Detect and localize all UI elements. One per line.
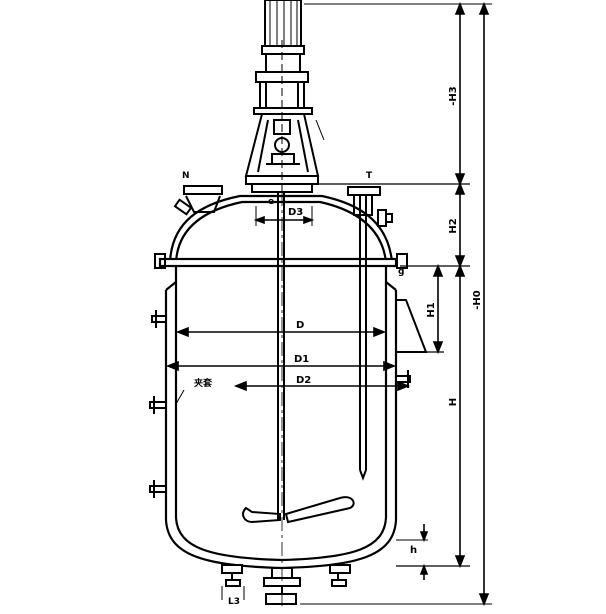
- label-h2: H2: [448, 218, 459, 233]
- label-t: T: [366, 171, 373, 181]
- label-l3: L3: [228, 597, 240, 607]
- label-n: N: [182, 171, 190, 181]
- label-h-small: h: [410, 545, 417, 556]
- labels: D D1 D2 D3 N T e g 夹套 L3 h -H3 H2 H H1 -…: [182, 86, 483, 607]
- agitator: [242, 40, 355, 524]
- dimension-lines: [165, 1, 492, 607]
- label-g: g: [398, 267, 404, 277]
- label-h0: -H0: [472, 290, 483, 310]
- label-jacket: 夹套: [194, 377, 213, 389]
- label-h: H: [448, 398, 459, 406]
- motor-drive-assembly: [244, 0, 325, 193]
- label-h3: -H3: [448, 86, 459, 106]
- label-d2: D2: [296, 375, 311, 386]
- nozzles: [149, 185, 428, 605]
- label-e: e: [268, 197, 274, 207]
- label-d3: D3: [288, 207, 303, 218]
- label-d1: D1: [294, 354, 309, 365]
- label-h1: H1: [426, 302, 437, 317]
- label-d: D: [296, 320, 304, 331]
